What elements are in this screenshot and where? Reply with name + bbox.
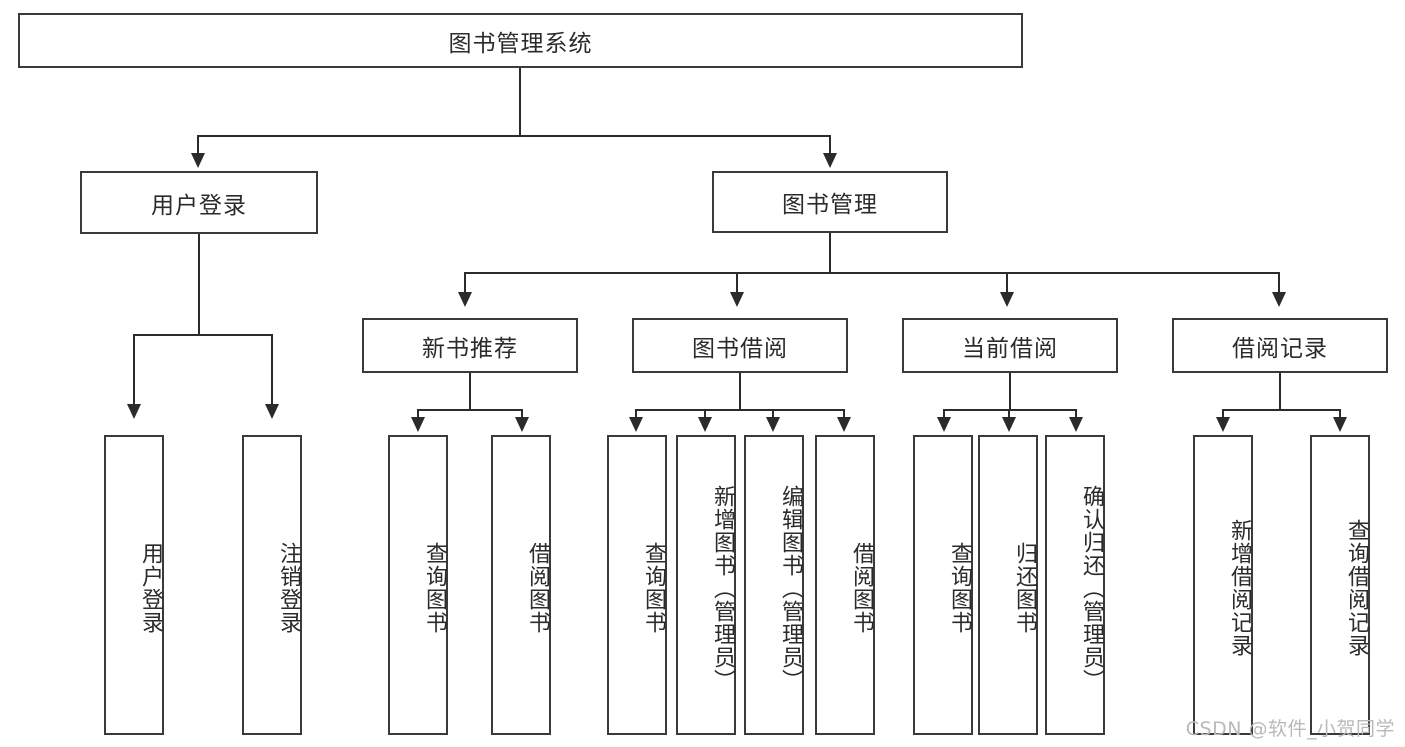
arrow-root-to-user-login xyxy=(191,153,205,168)
node-label: 查询借阅记录 xyxy=(1344,519,1369,657)
arrow-book-manage-to-current-borrow xyxy=(1000,292,1014,307)
connector-borrow-record-stem xyxy=(1279,373,1281,409)
node-label: 归还图书 xyxy=(1012,542,1037,634)
node-label: 查询图书 xyxy=(422,542,447,634)
arrow-new-book-leaf-1 xyxy=(411,417,425,432)
leaf-user-login-1[interactable]: 用户登录 xyxy=(104,435,164,735)
connector-book-manage-drop-1 xyxy=(464,272,466,294)
connector-user-login-drop-1 xyxy=(133,334,135,406)
node-label: 借阅图书 xyxy=(849,542,874,634)
connector-current-borrow-drop-1 xyxy=(943,409,945,419)
connector-book-borrow-drop-3 xyxy=(772,409,774,419)
arrow-current-borrow-leaf-1 xyxy=(937,417,951,432)
connector-book-borrow-drop-1 xyxy=(635,409,637,419)
node-label: 确认归还（管理员） xyxy=(1079,484,1104,692)
leaf-current-borrow-1[interactable]: 查询图书 xyxy=(913,435,973,735)
leaf-user-login-2[interactable]: 注销登录 xyxy=(242,435,302,735)
arrow-current-borrow-leaf-2 xyxy=(1002,417,1016,432)
arrow-borrow-record-leaf-1 xyxy=(1216,417,1230,432)
connector-root-to-user-login xyxy=(197,135,199,155)
node-label: 借阅记录 xyxy=(1232,335,1328,362)
connector-new-book-stem xyxy=(469,373,471,409)
node-label: 查询图书 xyxy=(947,542,972,634)
node-label: 用户登录 xyxy=(151,192,247,219)
node-book-management[interactable]: 图书管理 xyxy=(712,171,948,233)
arrow-user-login-leaf-2 xyxy=(265,404,279,419)
connector-user-login-bar xyxy=(133,334,272,336)
leaf-new-book-2[interactable]: 借阅图书 xyxy=(491,435,551,735)
connector-user-login-stem xyxy=(198,234,200,334)
node-label: 图书管理系统 xyxy=(448,30,593,57)
node-label: 新书推荐 xyxy=(422,335,518,362)
arrow-user-login-leaf-1 xyxy=(127,404,141,419)
node-label: 用户登录 xyxy=(138,542,163,634)
node-book-borrow[interactable]: 图书借阅 xyxy=(632,318,848,373)
csdn-watermark: CSDN @软件_小贺同学 xyxy=(1185,718,1395,740)
node-borrow-record[interactable]: 借阅记录 xyxy=(1172,318,1388,373)
leaf-book-borrow-3[interactable]: 编辑图书（管理员） xyxy=(744,435,804,735)
leaf-borrow-record-1[interactable]: 新增借阅记录 xyxy=(1193,435,1253,735)
arrow-book-borrow-leaf-1 xyxy=(629,417,643,432)
node-root-system[interactable]: 图书管理系统 xyxy=(18,13,1023,68)
connector-book-borrow-drop-2 xyxy=(704,409,706,419)
connector-book-manage-bar xyxy=(464,272,1280,274)
connector-user-login-drop-2 xyxy=(271,334,273,406)
arrow-book-borrow-leaf-4 xyxy=(837,417,851,432)
node-current-borrow[interactable]: 当前借阅 xyxy=(902,318,1118,373)
arrow-book-manage-to-borrow-record xyxy=(1272,292,1286,307)
leaf-book-borrow-4[interactable]: 借阅图书 xyxy=(815,435,875,735)
connector-book-manage-stem xyxy=(829,233,831,272)
node-new-book-recommend[interactable]: 新书推荐 xyxy=(362,318,578,373)
node-label: 图书管理 xyxy=(782,192,878,218)
node-label: 借阅图书 xyxy=(525,542,550,634)
connector-current-borrow-drop-3 xyxy=(1075,409,1077,419)
connector-new-book-bar xyxy=(417,409,523,411)
leaf-new-book-1[interactable]: 查询图书 xyxy=(388,435,448,735)
arrow-root-to-book-manage xyxy=(823,153,837,168)
connector-book-manage-drop-3 xyxy=(1006,272,1008,294)
node-label: 编辑图书（管理员） xyxy=(778,484,803,692)
connector-current-borrow-drop-2 xyxy=(1008,409,1010,419)
connector-borrow-record-drop-2 xyxy=(1339,409,1341,419)
connector-book-borrow-drop-4 xyxy=(843,409,845,419)
arrow-book-borrow-leaf-2 xyxy=(698,417,712,432)
connector-borrow-record-bar xyxy=(1222,409,1341,411)
node-label: 新增借阅记录 xyxy=(1227,519,1252,657)
node-user-login[interactable]: 用户登录 xyxy=(80,171,318,234)
connector-current-borrow-stem xyxy=(1009,373,1011,409)
connector-root-bar xyxy=(197,135,831,137)
node-label: 注销登录 xyxy=(276,542,301,634)
arrow-borrow-record-leaf-2 xyxy=(1333,417,1347,432)
node-label: 新增图书（管理员） xyxy=(710,484,735,692)
node-label: 图书借阅 xyxy=(692,335,788,362)
connector-root-to-book-manage xyxy=(829,135,831,155)
leaf-current-borrow-2[interactable]: 归还图书 xyxy=(978,435,1038,735)
connector-root-stem xyxy=(519,68,521,135)
connector-book-manage-drop-4 xyxy=(1278,272,1280,294)
connector-new-book-drop-2 xyxy=(521,409,523,419)
arrow-current-borrow-leaf-3 xyxy=(1069,417,1083,432)
arrow-book-borrow-leaf-3 xyxy=(766,417,780,432)
connector-current-borrow-bar xyxy=(943,409,1077,411)
connector-new-book-drop-1 xyxy=(417,409,419,419)
connector-book-borrow-bar xyxy=(635,409,845,411)
leaf-current-borrow-3[interactable]: 确认归还（管理员） xyxy=(1045,435,1105,735)
node-label: 当前借阅 xyxy=(962,335,1058,362)
node-label: 查询图书 xyxy=(641,542,666,634)
leaf-book-borrow-1[interactable]: 查询图书 xyxy=(607,435,667,735)
arrow-book-manage-to-book-borrow xyxy=(730,292,744,307)
arrow-book-manage-to-new-book xyxy=(458,292,472,307)
connector-book-manage-drop-2 xyxy=(736,272,738,294)
connector-borrow-record-drop-1 xyxy=(1222,409,1224,419)
leaf-borrow-record-2[interactable]: 查询借阅记录 xyxy=(1310,435,1370,735)
connector-book-borrow-stem xyxy=(739,373,741,409)
leaf-book-borrow-2[interactable]: 新增图书（管理员） xyxy=(676,435,736,735)
arrow-new-book-leaf-2 xyxy=(515,417,529,432)
